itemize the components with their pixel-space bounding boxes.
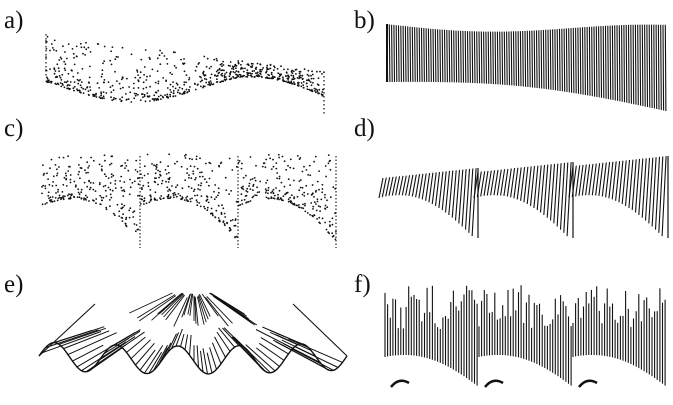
panel-label-e: e): [4, 272, 23, 297]
panel-f-hatch-spikes: [385, 265, 670, 400]
panel-e-radial-drape: [35, 278, 353, 398]
panel-b-hatch-band: [385, 20, 673, 120]
panel-label-a: a): [4, 8, 23, 33]
panel-label-d: d): [354, 116, 375, 141]
panel-label-c: c): [4, 116, 23, 141]
panel-label-f: f): [354, 272, 371, 297]
panel-c-stipple-sawtooth: [40, 148, 335, 256]
panel-a-stipple-wave: [40, 28, 330, 120]
panel-d-hatch-sawtooth: [383, 150, 668, 255]
panel-label-b: b): [354, 8, 375, 33]
